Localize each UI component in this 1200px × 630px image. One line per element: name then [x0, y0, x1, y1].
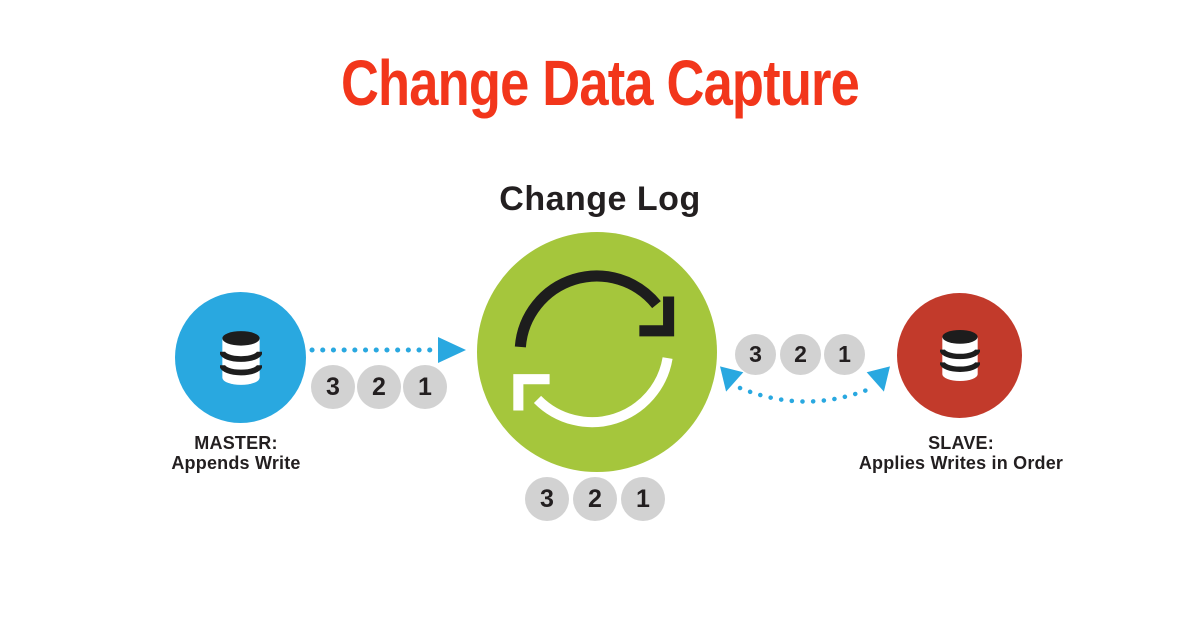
sequence-badge: 3	[525, 477, 569, 521]
sequence-badge: 1	[824, 334, 865, 375]
sequence-badge: 1	[621, 477, 665, 521]
sequence-badge: 2	[573, 477, 617, 521]
slave-label: SLAVE: Applies Writes in Order	[835, 433, 1087, 473]
arrowhead-toward-log-icon	[720, 366, 744, 392]
slave-label-desc: Applies Writes in Order	[858, 453, 1064, 473]
arrowhead-right-icon	[438, 337, 466, 363]
sync-top-arrowhead	[639, 296, 675, 337]
sequence-badge: 1	[403, 365, 447, 409]
master-label-title: MASTER:	[194, 433, 278, 453]
master-label-desc: Appends Write	[171, 453, 301, 473]
master-node	[175, 292, 306, 423]
slave-node	[897, 293, 1022, 418]
page-title: Change Data Capture	[340, 47, 860, 119]
sequence-badge: 2	[780, 334, 821, 375]
sync-bottom-arc	[533, 357, 673, 428]
sync-top-arc	[514, 270, 661, 348]
arrowhead-toward-slave-icon	[866, 366, 890, 392]
change-log-node	[477, 232, 717, 472]
sequence-badge: 2	[357, 365, 401, 409]
sequence-badge: 3	[311, 365, 355, 409]
sync-icon	[513, 270, 675, 428]
sequence-badge: 3	[735, 334, 776, 375]
log-to-slave-dotted-curve	[737, 385, 875, 404]
change-log-label: Change Log	[499, 180, 701, 218]
database-icon	[219, 330, 262, 385]
sync-bottom-arrowhead	[513, 374, 550, 411]
master-label: MASTER: Appends Write	[136, 433, 336, 473]
slave-label-title: SLAVE:	[928, 433, 994, 453]
database-icon	[939, 329, 980, 382]
